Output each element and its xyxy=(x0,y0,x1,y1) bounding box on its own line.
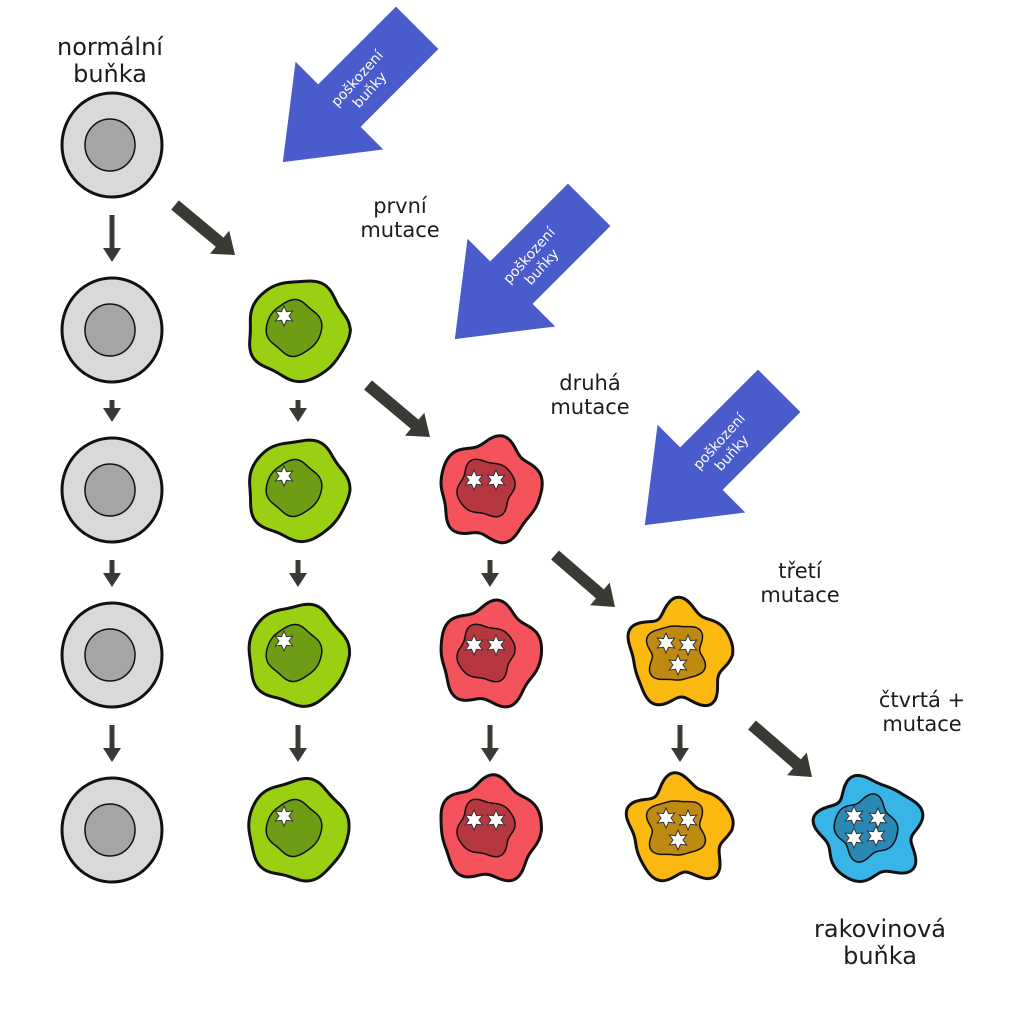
mutation-star-icon xyxy=(464,633,484,657)
svg-text:mutace: mutace xyxy=(760,583,839,607)
mutation-star-icon xyxy=(656,631,676,655)
mutation-star-icon xyxy=(668,653,688,677)
mutation-star-icon xyxy=(668,828,688,852)
arrow-icon xyxy=(551,550,615,607)
arrow-icon xyxy=(289,725,307,762)
label-fourth-mutation: čtvrtá + mutace xyxy=(879,688,965,736)
arrow-icon xyxy=(481,725,499,762)
arrow-icon xyxy=(364,380,430,437)
mutation-star-icon xyxy=(844,804,864,828)
svg-text:buňka: buňka xyxy=(73,60,147,88)
svg-text:mutace: mutace xyxy=(882,712,961,736)
svg-text:druhá: druhá xyxy=(559,371,620,395)
arrow-icon xyxy=(103,400,121,422)
arrow-icon xyxy=(748,720,812,777)
cell-normal xyxy=(60,776,164,884)
cell-nucleus xyxy=(456,458,516,518)
label-second-mutation: druhá mutace xyxy=(550,371,629,419)
cell-third-mutation xyxy=(624,771,735,883)
arrow-icon xyxy=(171,200,235,255)
mutation-star-icon xyxy=(486,468,506,492)
arrow-icon xyxy=(289,400,307,422)
cell-first-mutation xyxy=(248,438,352,544)
cell-nucleus xyxy=(84,803,136,857)
label-cancer-cell: rakovinová buňka xyxy=(814,915,946,970)
arrow-icon xyxy=(103,560,121,587)
cell-nucleus xyxy=(833,793,899,863)
cell-nucleus xyxy=(84,303,136,357)
arrow-icon xyxy=(671,725,689,762)
svg-text:mutace: mutace xyxy=(550,395,629,419)
arrow-icon xyxy=(103,725,121,762)
svg-text:první: první xyxy=(373,194,428,218)
mutation-star-icon xyxy=(274,804,294,828)
arrow-icon xyxy=(481,560,499,587)
svg-text:mutace: mutace xyxy=(360,218,439,242)
mutation-star-icon xyxy=(678,808,698,832)
svg-text:normální: normální xyxy=(57,33,164,61)
mutation-star-icon xyxy=(274,629,294,653)
cell-second-mutation xyxy=(439,773,543,883)
cell-second-mutation xyxy=(439,434,544,545)
mutation-star-icon xyxy=(844,826,864,850)
mutation-star-icon xyxy=(678,633,698,657)
cell-normal xyxy=(60,601,164,709)
svg-text:čtvrtá +: čtvrtá + xyxy=(879,688,965,712)
cell-nucleus xyxy=(84,463,136,517)
cell-first-mutation xyxy=(248,279,352,384)
arrow-icon xyxy=(289,560,307,587)
mutation-star-icon xyxy=(486,633,506,657)
cell-nucleus xyxy=(84,628,136,682)
mutation-star-icon xyxy=(656,806,676,830)
mutation-star-icon xyxy=(274,464,294,488)
svg-text:třetí: třetí xyxy=(778,559,823,583)
cell-first-mutation xyxy=(247,602,352,708)
cell-nucleus xyxy=(84,118,136,172)
damage-arrow-icon xyxy=(282,6,439,163)
arrow-icon xyxy=(103,215,121,262)
cell-normal xyxy=(60,91,164,199)
mutation-star-icon xyxy=(868,806,888,830)
cell-cancer xyxy=(811,773,925,883)
cell-nucleus xyxy=(645,625,707,681)
cell-nucleus xyxy=(456,798,516,858)
cell-nucleus xyxy=(645,800,707,856)
svg-text:rakovinová: rakovinová xyxy=(814,915,946,943)
cell-normal xyxy=(60,436,164,544)
cell-third-mutation xyxy=(626,595,735,708)
svg-text:buňka: buňka xyxy=(843,942,917,970)
mutation-star-icon xyxy=(486,808,506,832)
cell-normal xyxy=(60,276,164,384)
mutation-star-icon xyxy=(274,304,294,328)
cell-nucleus xyxy=(456,623,516,683)
damage-arrow-icon xyxy=(644,369,801,526)
damage-arrow-icon xyxy=(454,183,611,340)
label-first-mutation: první mutace xyxy=(360,194,439,242)
mutation-star-icon xyxy=(866,824,886,848)
mutation-star-icon xyxy=(464,808,484,832)
label-third-mutation: třetí mutace xyxy=(760,559,839,607)
label-normal-cell: normální buňka xyxy=(57,33,164,88)
cell-first-mutation xyxy=(247,776,351,883)
cell-second-mutation xyxy=(439,598,544,709)
mutation-star-icon xyxy=(464,468,484,492)
